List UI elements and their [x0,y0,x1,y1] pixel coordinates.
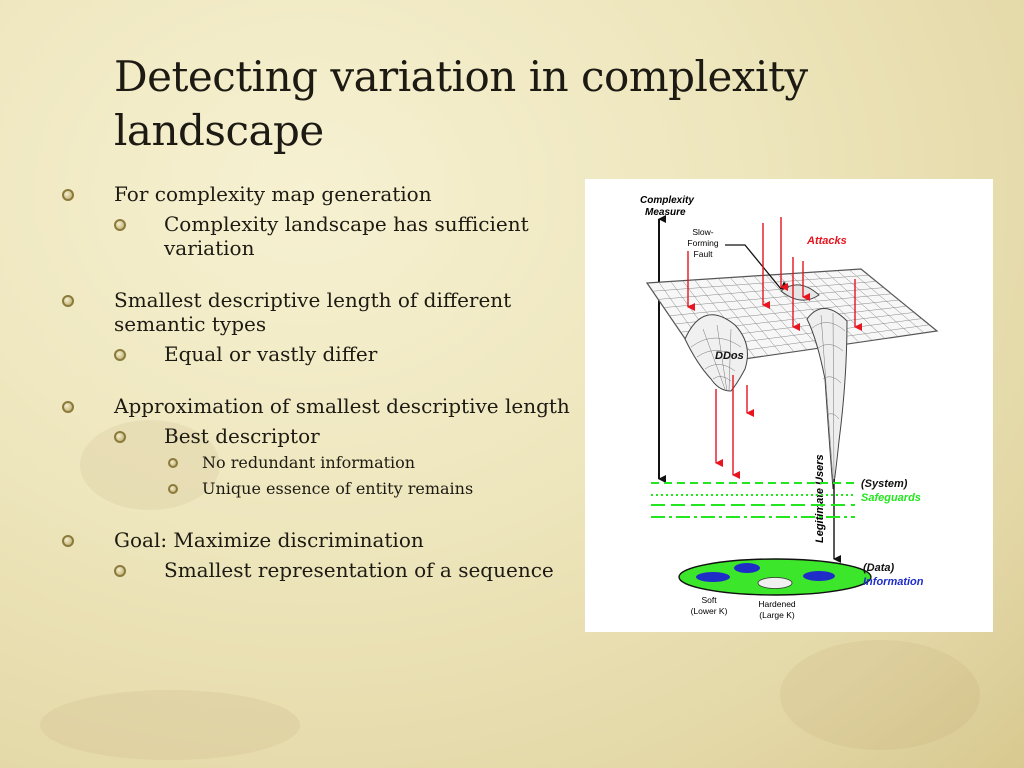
system-label: (System) [861,478,908,490]
bullet-icon [114,219,126,231]
soft-label: (Lower K) [691,606,728,616]
bullet-list: For complexity map generation Complexity… [60,182,580,582]
ddos-label: DDos [715,350,744,362]
data-label: (Data) [863,562,895,574]
bullet-icon [114,349,126,361]
sub-bullet-text: Smallest representation of a sequence [164,558,554,582]
bullet-icon [168,458,178,468]
safeguard-lines [651,482,855,518]
bullet-icon [62,401,74,413]
bullet-item: Goal: Maximize discrimination [60,528,580,552]
attack-arrows [687,217,862,479]
background-texture [80,420,220,510]
sub-sub-bullet-item: No redundant information [60,452,580,474]
bullet-icon [62,535,74,547]
sub-sub-bullet-text: No redundant information [202,453,416,472]
data-disk [678,558,872,596]
bullet-icon [114,565,126,577]
safeguards-label: Safeguards [861,492,921,504]
bullet-text: Goal: Maximize discrimination [114,528,424,552]
bullet-icon [168,484,178,494]
background-texture [780,640,980,750]
slide-title: Detecting variation in complexity landsc… [114,52,808,155]
slow-forming-fault-label: Forming [687,238,718,248]
bullet-icon [62,189,74,201]
sub-bullet-text: Complexity landscape has sufficient vari… [164,212,529,260]
measure-label: Measure [645,207,686,218]
complexity-label: Complexity [640,195,694,206]
bullet-text: For complexity map generation [114,182,432,206]
landscape-mesh [645,268,939,490]
background-texture [40,690,300,760]
hardened-label: (Large K) [759,610,795,620]
fault-pointer-arrow [725,244,789,290]
bullet-item: Smallest descriptive length of different… [60,288,580,336]
slow-forming-fault-label: Fault [694,249,714,259]
bullet-item: Approximation of smallest descriptive le… [60,394,580,418]
hardened-label: Hardened [758,599,796,609]
sub-bullet-item: Equal or vastly differ [60,342,580,366]
sub-sub-bullet-text: Unique essence of entity remains [202,479,474,498]
sub-bullet-item: Complexity landscape has sufficient vari… [60,212,580,260]
bullet-icon [114,431,126,443]
information-label: Information [863,576,924,588]
sub-sub-bullet-item: Unique essence of entity remains [60,478,580,500]
complexity-landscape-figure: Complexity Measure [585,179,993,632]
sub-bullet-text: Best descriptor [164,424,320,448]
slow-forming-fault-label: Slow- [692,227,713,237]
sub-bullet-item: Best descriptor [60,424,580,448]
bullet-item: For complexity map generation [60,182,580,206]
soft-label: Soft [701,595,717,605]
legitimate-users-label: Legitimate Users [814,454,826,543]
bullet-icon [62,295,74,307]
bullet-text: Smallest descriptive length of different… [114,288,512,336]
attacks-label: Attacks [806,235,847,247]
bullet-text: Approximation of smallest descriptive le… [114,394,570,418]
sub-bullet-item: Smallest representation of a sequence [60,558,580,582]
sub-bullet-text: Equal or vastly differ [164,342,378,366]
